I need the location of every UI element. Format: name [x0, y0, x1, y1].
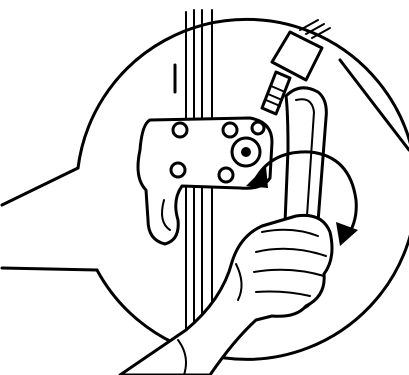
callout-pointer [2, 168, 97, 270]
callout-pointer-right-edge [340, 60, 409, 150]
callout-frame [2, 19, 409, 359]
